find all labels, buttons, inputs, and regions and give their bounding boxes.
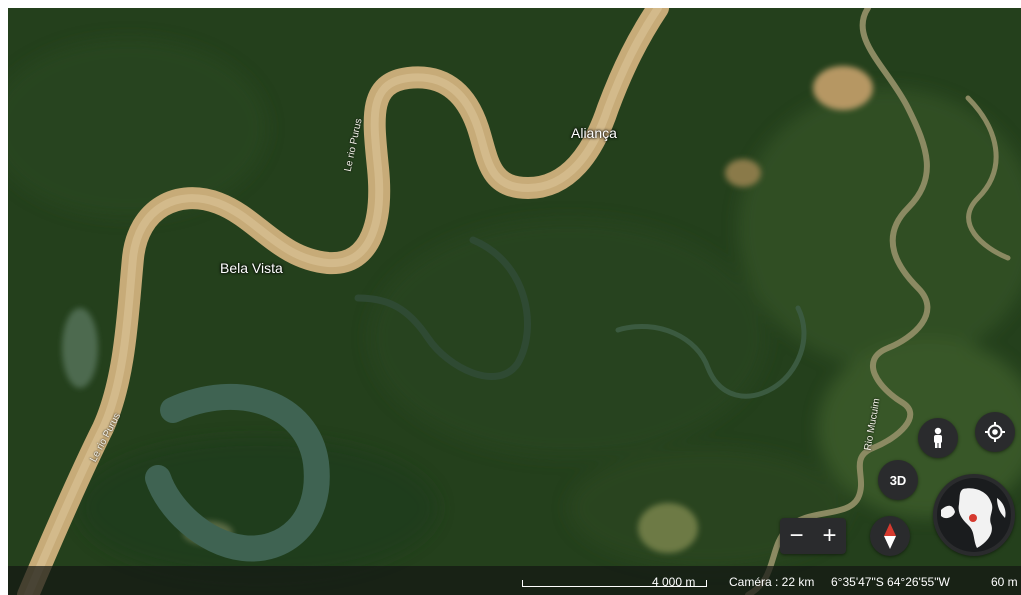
place-label-bela-vista[interactable]: Bela Vista (220, 260, 283, 276)
camera-altitude: Caméra : 22 km (729, 575, 815, 589)
coordinates: 6°35'47"S 64°26'55"W (831, 575, 950, 589)
scale-bar (522, 580, 707, 587)
my-location-icon (985, 422, 1005, 442)
scale-label: 4 000 m (652, 575, 696, 589)
oxbow-lake (145, 384, 330, 562)
zoom-out-button[interactable]: − (789, 522, 804, 549)
person-icon (934, 427, 942, 448)
compass-icon (884, 523, 896, 549)
satellite-map[interactable] (8, 8, 1021, 595)
tributary-center (615, 305, 807, 399)
map-viewport[interactable]: Aliança Bela Vista Le rio Purus Le rio P… (8, 8, 1021, 595)
rio-purus-sandbank (24, 8, 662, 595)
status-bar: 4 000 m Caméra : 22 km 6°35'47"S 64°26'5… (8, 566, 1021, 595)
zoom-in-button[interactable]: + (822, 522, 837, 549)
ground-elevation: 60 m (991, 575, 1018, 589)
compass-button[interactable] (870, 516, 910, 556)
globe-view-button[interactable] (933, 474, 1015, 556)
rio-mucuim (745, 8, 931, 595)
my-location-button[interactable] (975, 412, 1015, 452)
place-label-alianca[interactable]: Aliança (571, 125, 617, 141)
zoom-controls: − + (780, 518, 846, 554)
toggle-3d-button[interactable]: 3D (878, 460, 918, 500)
rio-mucuim-branch (965, 95, 1011, 261)
street-view-button[interactable] (918, 418, 958, 458)
small-oxbow (354, 236, 531, 381)
globe-icon (937, 478, 1011, 552)
